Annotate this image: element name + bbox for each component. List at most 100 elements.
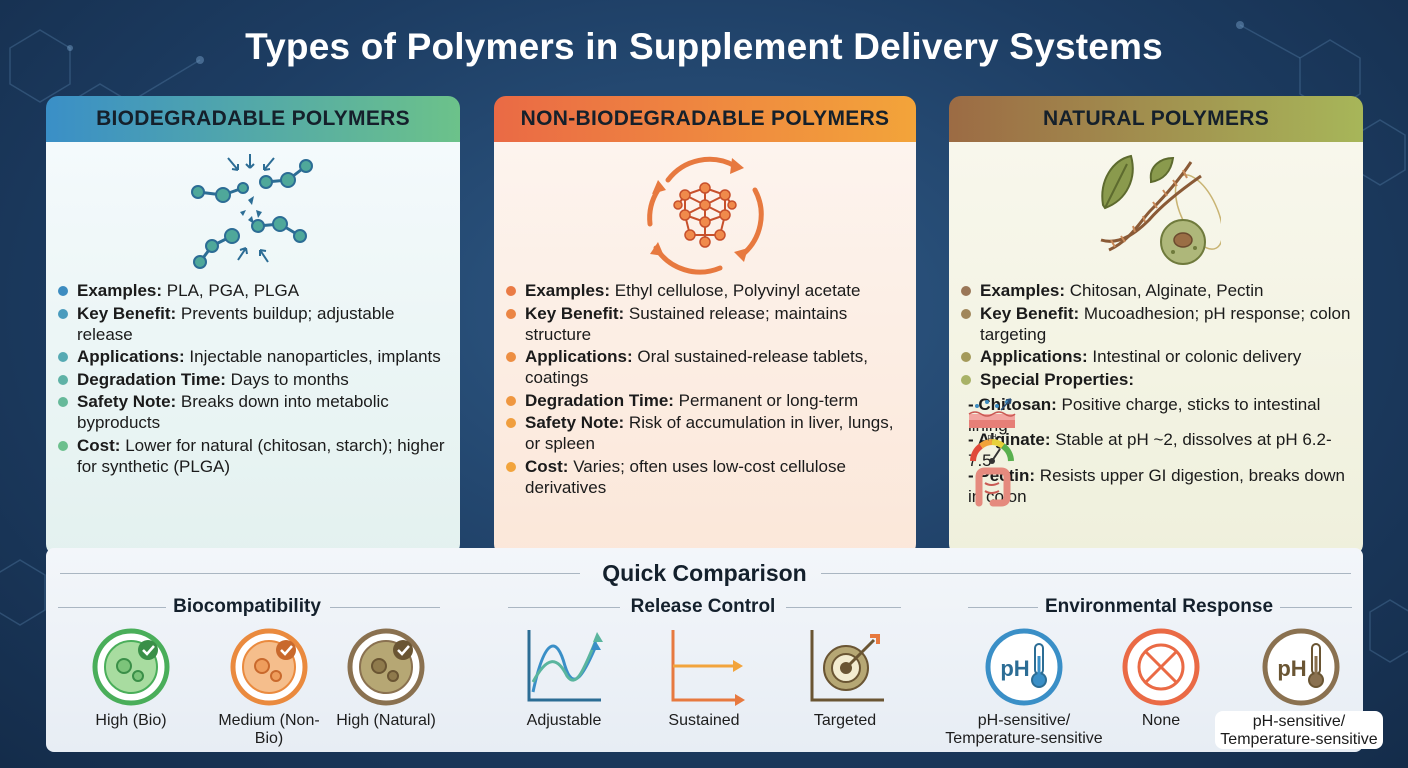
item-text: Risk of accumulation in liver, lungs, or… <box>525 413 894 453</box>
comparison-item-sustained: Sustained <box>648 626 760 730</box>
target-arrow-icon <box>810 630 884 702</box>
bullet-dot <box>506 461 516 472</box>
list-item: Safety Note: Risk of accumulation in liv… <box>506 412 906 454</box>
biodegradable-body: Examples: PLA, PGA, PLGA Key Benefit: Pr… <box>46 142 460 556</box>
list-item: Key Benefit: Sustained release; maintain… <box>506 303 906 345</box>
biodegradable-card: BIODEGRADABLE POLYMERS <box>46 96 460 556</box>
quick-comparison-title: Quick Comparison <box>602 560 807 586</box>
comparison-item-none: None <box>1106 626 1216 730</box>
ph-thermometer-icon: pH <box>1262 628 1340 706</box>
comparison-label: Medium (Non-Bio) <box>218 712 320 747</box>
colon-icon <box>975 467 1011 506</box>
item-text: Sustained release; maintains structure <box>525 303 848 344</box>
biodegradable-items: Examples: PLA, PGA, PLGA Key Benefit: Pr… <box>58 280 450 478</box>
item-label: Examples: <box>525 281 611 300</box>
biodegradable-header: BIODEGRADABLE POLYMERS <box>46 96 460 142</box>
list-item: Degradation Time: Days to months <box>58 369 450 390</box>
list-item: Key Benefit: Mucoadhesion; pH response; … <box>961 303 1353 345</box>
item-text: PLA, PGA, PLGA <box>166 281 300 300</box>
adjustable-curve-icon <box>527 630 603 702</box>
list-item: Safety Note: Breaks down into metabolic … <box>58 391 450 433</box>
natural-header: NATURAL POLYMERS <box>949 96 1363 142</box>
item-text: Chitosan, Alginate, Pectin <box>1069 281 1264 300</box>
bullet-dot <box>506 286 516 296</box>
non-biodegradable-card: NON-BIODEGRADABLE POLYMERS <box>494 96 916 556</box>
sustained-line-icon <box>671 630 745 706</box>
bullet-dot <box>58 308 68 319</box>
item-label: Applications: <box>980 347 1088 366</box>
divider <box>968 607 1038 608</box>
comparison-label: High (Bio) <box>95 712 167 729</box>
item-text: Breaks down into metabolic byproducts <box>77 392 389 432</box>
item-label: Safety Note: <box>525 413 625 432</box>
bullet-dot <box>961 374 971 385</box>
list-item: Applications: Injectable nanoparticles, … <box>58 346 450 367</box>
bullet-dot <box>58 352 68 362</box>
ph-gauge-icon: pH <box>970 434 1014 464</box>
item-label: Key Benefit: <box>525 303 625 323</box>
item-label: Key Benefit: <box>77 303 177 323</box>
ph-thermometer-icon: pH <box>985 628 1063 706</box>
divider <box>786 607 901 608</box>
divider <box>60 573 580 574</box>
item-label: Examples: <box>77 281 163 300</box>
non-biodegradable-body: Examples: Ethyl cellulose, Polyvinyl ace… <box>494 142 916 556</box>
cell-check-icon <box>230 628 308 706</box>
bullet-dot <box>58 440 68 451</box>
comparison-item-medium-non-bio: Medium (Non-Bio) <box>206 626 332 748</box>
comparison-item-adjustable: Adjustable <box>509 626 619 730</box>
item-text: Oral sustained-release tablets, coatings <box>525 347 868 387</box>
non-biodegradable-header: NON-BIODEGRADABLE POLYMERS <box>494 96 916 142</box>
item-label: Cost: <box>77 435 121 455</box>
comparison-item-ph-temp-2-icon: pH <box>1226 626 1376 712</box>
section-title-release-control: Release Control <box>630 596 776 617</box>
comparison-item-targeted: Targeted <box>790 626 900 730</box>
list-item: Applications: Oral sustained-release tab… <box>506 346 906 388</box>
comparison-label: None <box>1141 712 1181 729</box>
item-text: Prevents buildup; adjustable release <box>77 303 395 344</box>
divider <box>58 607 166 608</box>
divider <box>508 607 620 608</box>
natural-items: Examples: Chitosan, Alginate, Pectin Key… <box>961 280 1353 506</box>
comparison-label: Targeted <box>813 712 877 729</box>
item-label: Special Properties: <box>980 369 1135 389</box>
item-label: Cost: <box>525 456 569 476</box>
special-property-alginate: pH - Alginate: Stable at pH ~2, dissolve… <box>949 429 1353 470</box>
item-text: Intestinal or colonic delivery <box>1092 347 1302 366</box>
item-text: Days to months <box>230 369 349 389</box>
section-title-biocompatibility: Biocompatibility <box>173 596 321 617</box>
item-text: Varies; often uses low-cost cellulose de… <box>525 456 846 497</box>
comparison-item-high-bio: High (Bio) <box>66 626 196 730</box>
leaf-dna-cell-icon <box>1100 154 1221 265</box>
list-item: Applications: Intestinal or colonic deli… <box>961 346 1353 367</box>
item-label: Degradation Time: <box>77 369 226 389</box>
ph-text: pH <box>1000 656 1029 681</box>
comparison-item-ph-temp-2-label: pH-sensitive/ Temperature-sensitive <box>1215 711 1383 749</box>
list-item: Examples: Ethyl cellulose, Polyvinyl ace… <box>506 280 906 301</box>
item-label: Applications: <box>525 347 633 366</box>
item-label: Applications: <box>77 347 185 366</box>
quick-comparison-panel: Quick Comparison Biocompatibility Releas… <box>46 548 1383 752</box>
list-item: Cost: Lower for natural (chitosan, starc… <box>58 435 450 477</box>
bullet-dot <box>506 308 516 319</box>
item-text: Mucoadhesion; pH response; colon targeti… <box>980 303 1351 344</box>
comparison-item-high-natural: High (Natural) <box>330 626 442 730</box>
comparison-item-ph-temp-1: pH pH-sensitive/ Temperature-sensitive <box>936 626 1112 748</box>
item-label: Key Benefit: <box>980 303 1080 323</box>
item-text: Lower for natural (chitosan, starch); hi… <box>77 435 445 476</box>
ph-text: pH <box>1277 656 1306 681</box>
list-item: Key Benefit: Prevents buildup; adjustabl… <box>58 303 450 345</box>
list-item: Examples: Chitosan, Alginate, Pectin <box>961 280 1353 301</box>
list-item: Special Properties: <box>961 369 1353 390</box>
divider <box>1280 607 1352 608</box>
item-label: Safety Note: <box>77 392 177 411</box>
special-text: Resists upper GI digestion, breaks down … <box>968 465 1346 506</box>
cell-check-icon <box>92 628 170 706</box>
item-label: Examples: <box>980 281 1066 300</box>
item-label: Degradation Time: <box>525 390 674 410</box>
comparison-label: pH-sensitive/ Temperature-sensitive <box>945 712 1103 747</box>
bullet-dot <box>58 286 68 296</box>
natural-card: NATURAL POLYMERS Examples: Chitosan, Alg… <box>949 96 1363 556</box>
special-label: - Chitosan: <box>968 394 1057 414</box>
special-property-chitosan: - Chitosan: Positive charge, sticks to i… <box>949 394 1353 435</box>
